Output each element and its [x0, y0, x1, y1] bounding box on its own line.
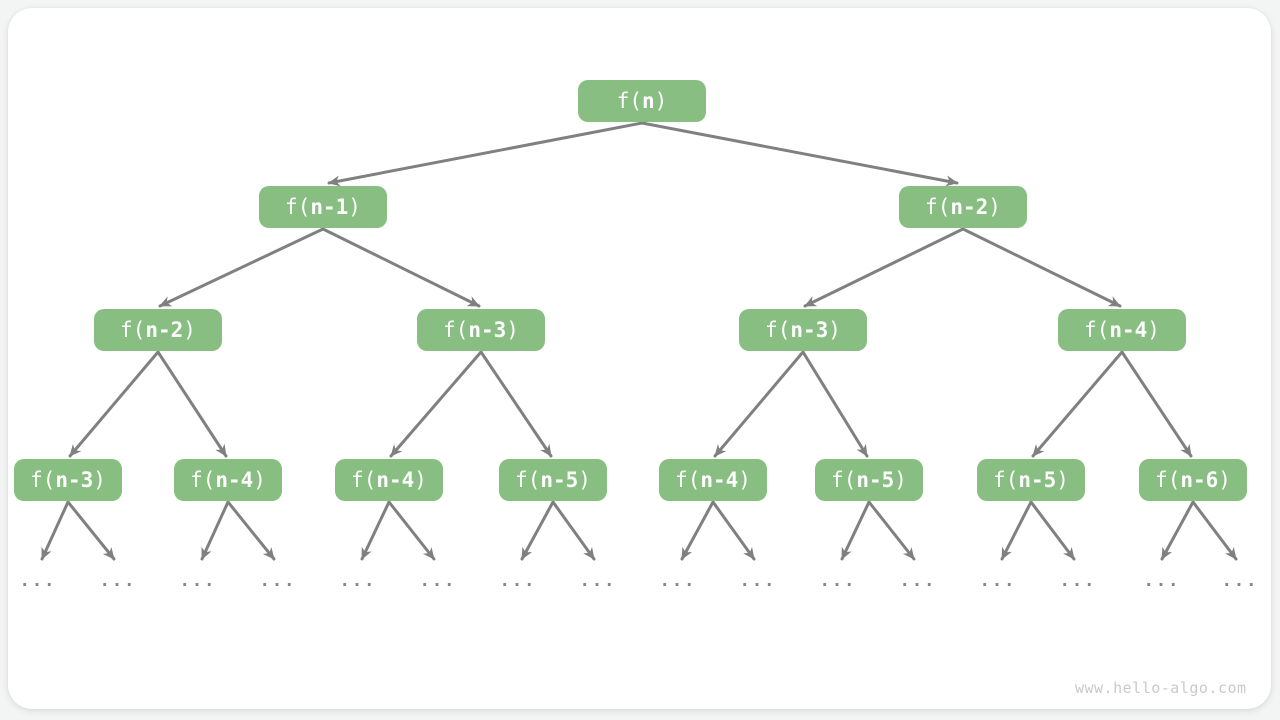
node-label-suffix: )	[183, 318, 196, 342]
node-label-suffix: )	[1147, 318, 1160, 342]
node-label-arg: n-5	[856, 468, 895, 492]
node-label-prefix: f(	[351, 468, 377, 492]
ellipsis-leaf: ...	[339, 571, 377, 591]
node-label-arg: n-4	[700, 468, 739, 492]
ellipsis-leaf: ...	[419, 571, 457, 591]
node-label-arg: n	[641, 89, 655, 113]
tree-node-l3-1: f(n-3)	[417, 309, 545, 351]
tree-node-l2-0: f(n-1)	[259, 186, 387, 228]
node-label-arg: n-3	[55, 468, 94, 492]
node-label-suffix: )	[828, 318, 841, 342]
node-label-arg: n-2	[145, 318, 184, 342]
ellipsis-leaf: ...	[579, 571, 617, 591]
node-label-prefix: f(	[765, 318, 791, 342]
node-label-prefix: f(	[675, 468, 701, 492]
node-label-prefix: f(	[515, 468, 541, 492]
node-label-arg: n-4	[1109, 318, 1148, 342]
ellipsis-leaf: ...	[1059, 571, 1097, 591]
node-label-suffix: )	[348, 195, 361, 219]
node-label-arg: n-4	[376, 468, 415, 492]
ellipsis-leaf: ...	[899, 571, 937, 591]
node-label-prefix: f(	[30, 468, 56, 492]
node-label-prefix: f(	[190, 468, 216, 492]
watermark-text: www.hello-algo.com	[1075, 679, 1247, 697]
tree-node-l4-2: f(n-4)	[335, 459, 443, 501]
tree-node-l4-1: f(n-4)	[174, 459, 282, 501]
node-label-suffix: )	[894, 468, 907, 492]
node-label-prefix: f(	[443, 318, 469, 342]
tree-node-l3-0: f(n-2)	[94, 309, 222, 351]
node-label-prefix: f(	[993, 468, 1019, 492]
node-label-arg: n-5	[540, 468, 579, 492]
ellipsis-leaf: ...	[179, 571, 217, 591]
node-label-prefix: f(	[1084, 318, 1110, 342]
node-label-arg: n-3	[790, 318, 829, 342]
ellipsis-leaf: ...	[1221, 571, 1259, 591]
node-label-suffix: )	[1218, 468, 1231, 492]
node-label-arg: n-6	[1180, 468, 1219, 492]
ellipsis-leaf: ...	[259, 571, 297, 591]
ellipsis-leaf: ...	[739, 571, 777, 591]
node-label-prefix: f(	[120, 318, 146, 342]
node-label-suffix: )	[654, 89, 668, 113]
tree-node-l4-4: f(n-4)	[659, 459, 767, 501]
ellipsis-leaf: ...	[659, 571, 697, 591]
node-label-suffix: )	[93, 468, 106, 492]
tree-node-l4-7: f(n-6)	[1139, 459, 1247, 501]
node-label-suffix: )	[578, 468, 591, 492]
tree-node-l4-6: f(n-5)	[977, 459, 1085, 501]
node-label-prefix: f(	[1155, 468, 1181, 492]
tree-node-root: f(n)	[578, 80, 706, 122]
node-label-arg: n-4	[215, 468, 254, 492]
ellipsis-leaf: ...	[19, 571, 57, 591]
node-label-prefix: f(	[616, 89, 642, 113]
node-label-prefix: f(	[285, 195, 311, 219]
node-label-suffix: )	[988, 195, 1001, 219]
tree-node-l4-3: f(n-5)	[499, 459, 607, 501]
tree-node-l4-0: f(n-3)	[14, 459, 122, 501]
tree-node-l4-5: f(n-5)	[815, 459, 923, 501]
tree-node-l2-1: f(n-2)	[899, 186, 1027, 228]
tree-node-l3-2: f(n-3)	[739, 309, 867, 351]
node-label-arg: n-2	[950, 195, 989, 219]
ellipsis-leaf: ...	[819, 571, 857, 591]
node-label-arg: n-5	[1018, 468, 1057, 492]
tree-node-l3-3: f(n-4)	[1058, 309, 1186, 351]
node-label-suffix: )	[738, 468, 751, 492]
node-label-arg: n-3	[468, 318, 507, 342]
node-label-suffix: )	[253, 468, 266, 492]
ellipsis-leaf: ...	[99, 571, 137, 591]
ellipsis-leaf: ...	[499, 571, 537, 591]
ellipsis-leaf: ...	[1143, 571, 1181, 591]
node-label-prefix: f(	[925, 195, 951, 219]
node-label-suffix: )	[414, 468, 427, 492]
node-label-arg: n-1	[310, 195, 349, 219]
ellipsis-leaf: ...	[979, 571, 1017, 591]
node-label-suffix: )	[1056, 468, 1069, 492]
node-label-suffix: )	[506, 318, 519, 342]
node-label-prefix: f(	[831, 468, 857, 492]
